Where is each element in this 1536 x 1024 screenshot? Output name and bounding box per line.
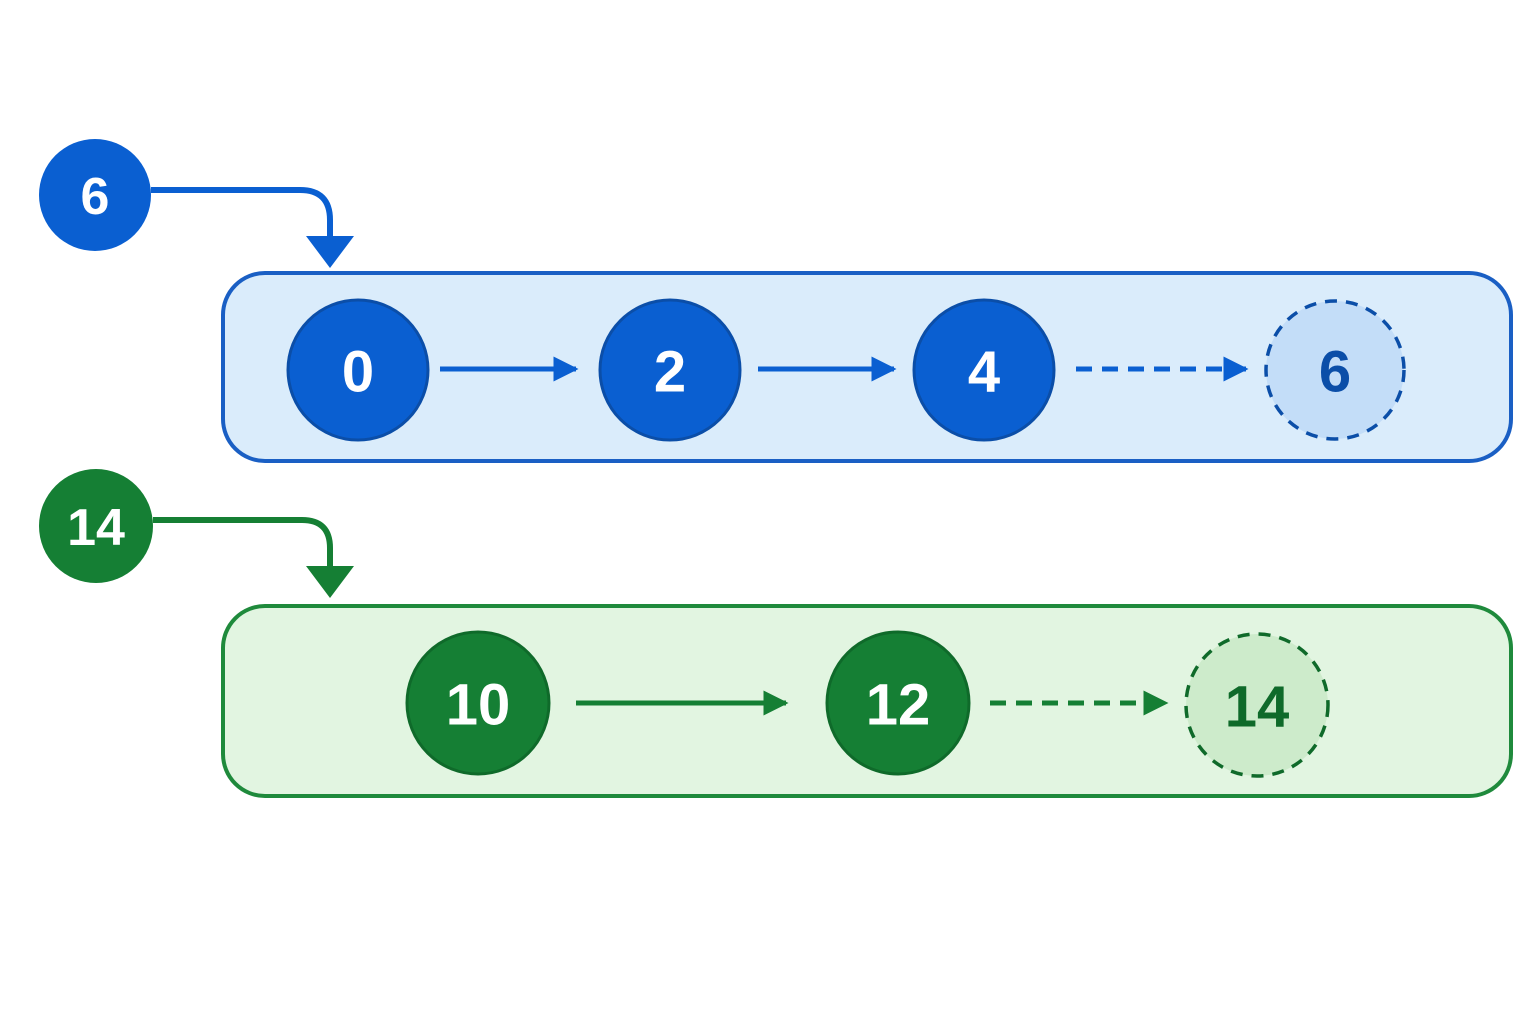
green-node-12	[825, 630, 971, 776]
blue-node-4	[912, 298, 1056, 442]
blue-node-0	[286, 298, 430, 442]
green-incoming-arrowhead	[306, 566, 354, 598]
blue-incoming-node	[39, 139, 151, 251]
green-node-10	[405, 630, 551, 776]
blue-node-6-pending-label: 6	[1319, 340, 1351, 405]
green-node-14-pending-label: 14	[1225, 675, 1290, 740]
green-node-14-pending	[1184, 632, 1330, 778]
blue-incoming-connector	[151, 187, 333, 240]
blue-incoming-label: 6	[81, 168, 110, 226]
blue-node-2	[598, 298, 742, 442]
blue-node-4-label: 4	[968, 340, 1000, 405]
blue-node-0-label: 0	[342, 340, 374, 405]
blue-node-6-pending	[1264, 299, 1406, 441]
green-node-10-label: 10	[446, 673, 511, 738]
blue-node-2-label: 2	[654, 340, 686, 405]
blue-incoming-arrowhead	[306, 236, 354, 268]
green-incoming-label: 14	[67, 499, 125, 557]
blue-list-group: 6 0 2 4 6	[39, 139, 1513, 463]
green-list-group: 14 10 12 14	[39, 469, 1513, 798]
green-incoming-node	[39, 469, 153, 583]
green-node-12-label: 12	[866, 673, 931, 738]
green-incoming-connector	[153, 517, 333, 570]
